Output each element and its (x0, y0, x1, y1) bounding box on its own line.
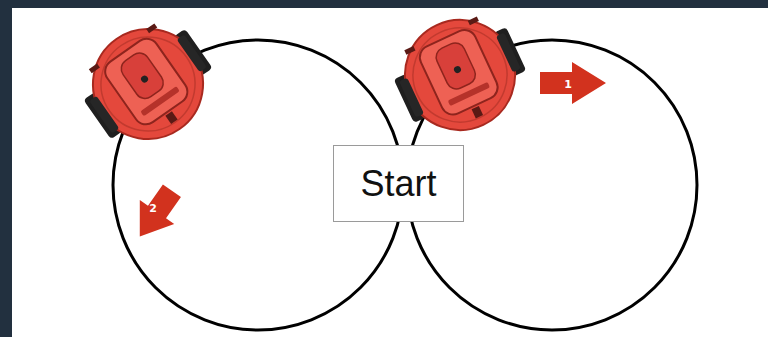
callout-number: 2 (149, 203, 157, 214)
node-label: Start (360, 163, 436, 205)
robot-illustration (66, 3, 231, 164)
direction-arrow (123, 179, 190, 249)
start-box: Start (333, 145, 464, 222)
callout-number: 1 (564, 79, 572, 90)
direction-arrow (540, 62, 606, 104)
robot-illustration (381, 0, 540, 151)
